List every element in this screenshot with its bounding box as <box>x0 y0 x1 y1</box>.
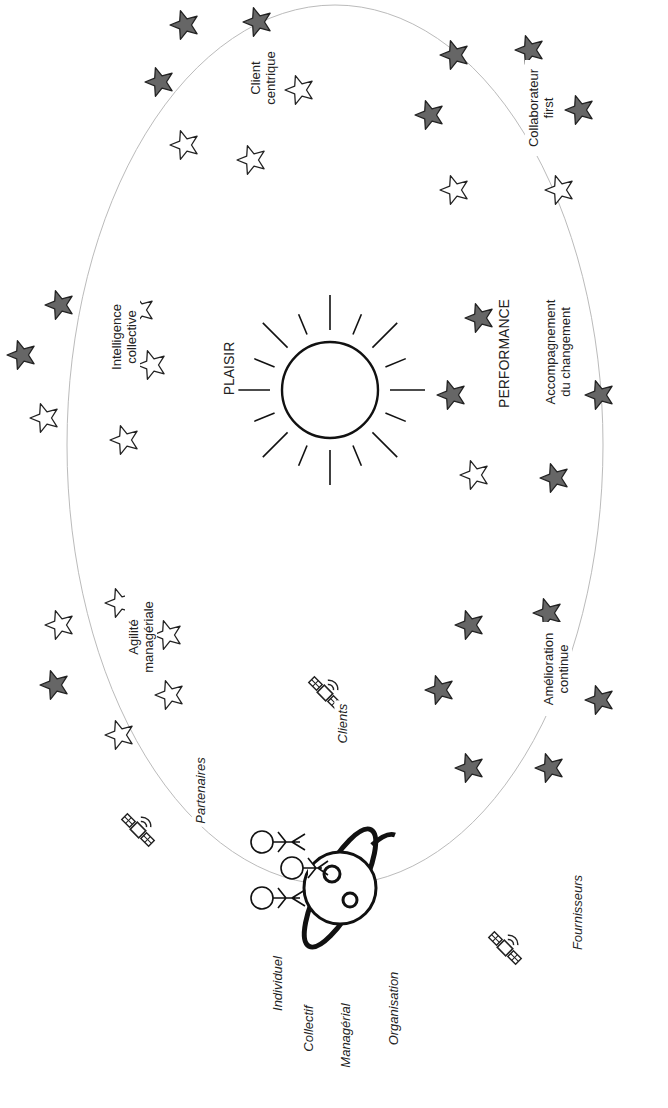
star-symbol <box>153 621 180 650</box>
italic-label: Fournisseurs <box>569 872 586 953</box>
star-symbol <box>455 754 482 783</box>
star-symbol <box>45 611 72 640</box>
sun-ray <box>299 314 307 334</box>
star-symbol <box>535 754 562 783</box>
star-symbol <box>415 101 442 130</box>
sun-ray <box>329 295 331 330</box>
sun-ray <box>254 413 274 421</box>
satellite-icon <box>488 924 529 965</box>
star-symbol <box>585 381 612 410</box>
star-symbol <box>145 68 172 97</box>
italic-label: Partenaires <box>191 754 208 826</box>
planet-symbol <box>291 820 395 955</box>
theme-label: Collaborateur first <box>525 60 557 156</box>
sun-ray <box>353 445 361 465</box>
satellite-icon <box>121 806 162 847</box>
star-symbol <box>565 96 592 125</box>
sun-ray <box>254 359 274 367</box>
italic-label: Collectif <box>299 1002 316 1054</box>
orbit <box>67 5 603 885</box>
star-symbol <box>40 671 67 700</box>
italic-label: Clients <box>334 701 351 747</box>
italic-label: Organisation <box>385 969 402 1049</box>
sun-symbol <box>235 295 425 485</box>
star-symbol <box>460 461 487 490</box>
sun-ray <box>353 314 361 334</box>
star-symbol <box>455 611 482 640</box>
sun-ray <box>385 359 405 367</box>
sun-ray <box>390 389 425 391</box>
star-symbol <box>440 176 467 205</box>
star-symbol <box>155 681 182 710</box>
star-symbol <box>285 76 312 105</box>
sun-ray <box>299 445 307 465</box>
theme-label: Amélioration continue <box>540 622 572 716</box>
star-symbol <box>110 426 137 455</box>
sun-ray <box>263 432 288 457</box>
theme-label: PLAISIR <box>221 339 238 399</box>
star-symbol <box>45 291 72 320</box>
sun-ray <box>329 450 331 485</box>
star-symbol <box>170 131 197 160</box>
italic-label: Managérial <box>336 1000 353 1070</box>
star-symbol <box>137 351 164 380</box>
star-symbol <box>545 176 572 205</box>
theme-label: Accompagnement du changement <box>542 290 574 414</box>
star-symbol <box>237 146 264 175</box>
sun-ray <box>372 432 397 457</box>
star-symbol <box>540 464 567 493</box>
theme-label: Client centrique <box>247 40 279 116</box>
italic-label: Individuel <box>268 953 285 1014</box>
people-figures <box>251 831 328 909</box>
star-symbol <box>243 8 270 37</box>
theme-label: Agilité managériale <box>125 593 157 681</box>
star-symbol <box>465 304 492 333</box>
star-clusters <box>7 8 612 783</box>
star-symbol <box>440 41 467 70</box>
sun-ray <box>235 389 270 391</box>
sun-ray <box>372 323 397 348</box>
star-symbol <box>585 686 612 715</box>
star-symbol <box>170 11 197 40</box>
theme-label: Intelligence collective <box>108 293 140 381</box>
sun-ray <box>385 413 405 421</box>
star-symbol <box>437 381 464 410</box>
theme-label: PERFORMANCE <box>495 296 512 411</box>
sun-ray <box>263 323 288 348</box>
star-symbol <box>425 676 452 705</box>
star-symbol <box>7 341 34 370</box>
star-symbol <box>30 404 57 433</box>
star-symbol <box>105 721 132 750</box>
